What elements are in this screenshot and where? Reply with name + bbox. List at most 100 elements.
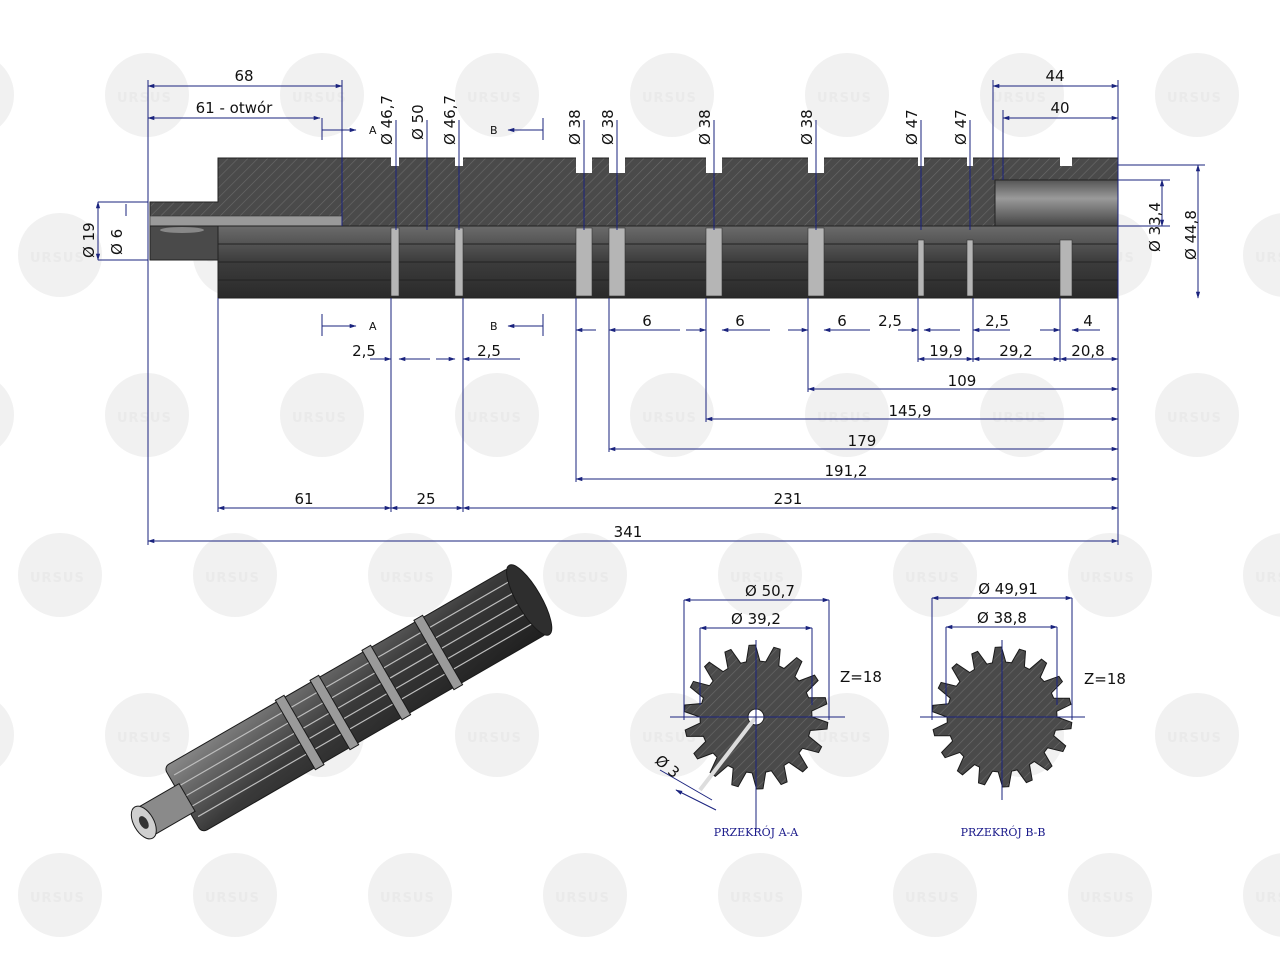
shaft-pin-end [149, 225, 219, 261]
dim-19-9: 19,9 [929, 342, 962, 360]
watermark-logo: URSUS [193, 533, 277, 617]
watermark-logo: URSUS [0, 63, 14, 127]
watermark-text: URSUS [905, 891, 960, 906]
teeth-count-aa: Z=18 [840, 668, 882, 686]
watermark-text: URSUS [30, 891, 85, 906]
watermark-text: URSUS [1255, 891, 1280, 906]
watermark-logo: URSUS [280, 373, 364, 457]
caption-aa: PRZEKRÓJ A-A [714, 825, 799, 839]
watermark-text: URSUS [642, 411, 697, 426]
dim-29-2: 29,2 [999, 342, 1032, 360]
shaft-oil-hole [149, 215, 343, 227]
dim-2-5-left-a: 2,5 [352, 342, 376, 360]
dia-33-4: Ø 33,4 [1146, 202, 1164, 252]
watermark-text: URSUS [117, 91, 172, 106]
lower-groove-bands [390, 227, 1073, 297]
watermark-logo: URSUS [368, 853, 452, 937]
dimension-texts: 68 61 - otwór 44 40 A A B B Ø 46,7 Ø 50 … [80, 67, 1200, 541]
watermark-logo: URSUS [1155, 373, 1239, 457]
watermark-text: URSUS [1080, 571, 1135, 586]
watermark-logo: URSUS [980, 373, 1064, 457]
watermark-logo: URSUS [368, 533, 452, 617]
watermark-logo: URSUS [1243, 533, 1280, 617]
watermark-text: URSUS [380, 571, 435, 586]
dia-39-2: Ø 39,2 [731, 610, 781, 628]
groove-6-a: 6 [642, 312, 652, 330]
watermark-text: URSUS [555, 571, 610, 586]
watermark-text: URSUS [730, 571, 785, 586]
teeth-count-bb: Z=18 [1084, 670, 1126, 688]
watermark-logo: URSUS [630, 373, 714, 457]
watermark-text: URSUS [30, 251, 85, 266]
dia-46-7-b: Ø 46,7 [441, 95, 459, 145]
watermark-logo: URSUS [105, 693, 189, 777]
dim-20-8: 20,8 [1071, 342, 1104, 360]
watermark-logo: URSUS [1155, 53, 1239, 137]
watermark-text: URSUS [30, 571, 85, 586]
dim-61: 61 [294, 490, 313, 508]
dim-44: 44 [1045, 67, 1064, 85]
dia-6: Ø 6 [108, 229, 126, 255]
shaft-isometric-view [130, 564, 553, 840]
watermark-logo: URSUS [718, 853, 802, 937]
shaft-bore [994, 179, 1119, 227]
watermark-logo: URSUS [0, 383, 14, 447]
section-bb: Ø 49,91 Ø 38,8 Z=18 PRZEKRÓJ B-B [920, 580, 1126, 839]
watermark-text: URSUS [642, 91, 697, 106]
watermark-logo: URSUS [105, 53, 189, 137]
watermark-logo: URSUS [630, 53, 714, 137]
watermark-text: URSUS [1255, 251, 1280, 266]
watermark-text: URSUS [1167, 91, 1222, 106]
watermark-text: URSUS [1255, 571, 1280, 586]
marker-a-top: A [369, 124, 377, 137]
dia-46-7-a: Ø 46,7 [378, 95, 396, 145]
dim-2-5-left-b: 2,5 [477, 342, 501, 360]
watermark-logo: URSUS [105, 373, 189, 457]
watermark-logo: URSUS [805, 53, 889, 137]
dim-40: 40 [1050, 99, 1069, 117]
section-aa: Ø 50,7 Ø 39,2 Z=18 Ø 3 PRZEKRÓJ A-A [651, 582, 882, 839]
marker-b-bottom: B [490, 320, 498, 333]
watermark-text: URSUS [117, 731, 172, 746]
groove-6-b: 6 [735, 312, 745, 330]
dim-341: 341 [614, 523, 643, 541]
dim-191-2: 191,2 [825, 462, 868, 480]
watermark-text: URSUS [1080, 891, 1135, 906]
watermark-text: URSUS [817, 731, 872, 746]
dia-47-b: Ø 47 [952, 109, 970, 145]
watermark-logo: URSUS [1155, 693, 1239, 777]
dim-179: 179 [848, 432, 877, 450]
watermark-text: URSUS [380, 891, 435, 906]
watermark-text: URSUS [467, 731, 522, 746]
watermark-text: URSUS [292, 91, 347, 106]
watermark-text: URSUS [905, 571, 960, 586]
watermark-logo: URSUS [18, 213, 102, 297]
watermark-text: URSUS [117, 411, 172, 426]
dia-38-c: Ø 38 [696, 109, 714, 145]
watermark-logo: URSUS [18, 853, 102, 937]
watermark-text: URSUS [467, 91, 522, 106]
watermark-text: URSUS [205, 571, 260, 586]
dim-61-hole: 61 - otwór [196, 99, 274, 117]
watermark-logo: URSUS [0, 703, 14, 767]
dim-68: 68 [234, 67, 253, 85]
watermark-logo: URSUS [1068, 533, 1152, 617]
groove-2-5-a: 2,5 [878, 312, 902, 330]
watermark-logo: URSUS [1243, 213, 1280, 297]
dim-231: 231 [774, 490, 803, 508]
watermark-text: URSUS [992, 91, 1047, 106]
watermark-text: URSUS [730, 891, 785, 906]
watermark-logo: URSUS [455, 53, 539, 137]
watermark-logo: URSUS [893, 853, 977, 937]
watermark-logo: URSUS [455, 693, 539, 777]
groove-6-c: 6 [837, 312, 847, 330]
watermark-text: URSUS [1167, 411, 1222, 426]
caption-bb: PRZEKRÓJ B-B [961, 825, 1046, 839]
dim-25: 25 [416, 490, 435, 508]
watermark-text: URSUS [642, 731, 697, 746]
watermark-text: URSUS [555, 891, 610, 906]
dimension-lines [95, 80, 1205, 545]
groove-2-5-b: 2,5 [985, 312, 1009, 330]
dim-109: 109 [948, 372, 977, 390]
